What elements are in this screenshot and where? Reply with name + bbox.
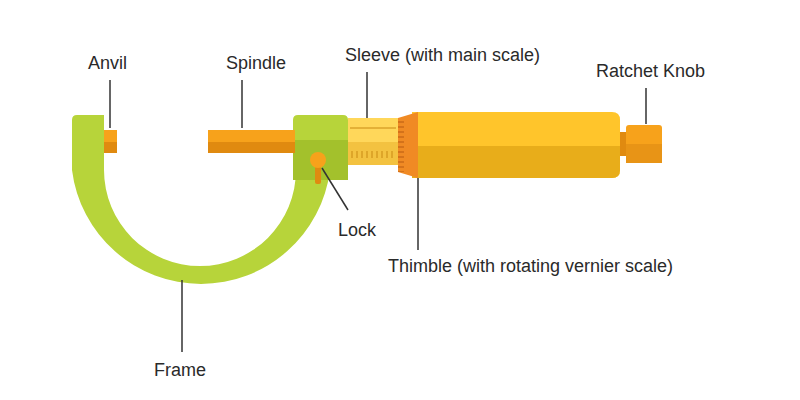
sleeve bbox=[348, 118, 398, 165]
leader-line bbox=[322, 168, 348, 210]
frame bbox=[72, 115, 348, 284]
sleeve-line bbox=[350, 128, 396, 129]
part-label: Lock bbox=[338, 220, 376, 242]
leader-line bbox=[109, 80, 111, 128]
part-label: Thimble (with rotating vernier scale) bbox=[388, 256, 673, 278]
spindle bbox=[208, 130, 295, 153]
leader-line bbox=[181, 280, 183, 352]
part-label: Sleeve (with main scale) bbox=[345, 45, 540, 67]
part-label: Frame bbox=[154, 360, 206, 382]
lock bbox=[310, 152, 326, 168]
ratchet-shade bbox=[626, 144, 662, 163]
thimble-body bbox=[412, 112, 620, 178]
part-label: Anvil bbox=[88, 53, 127, 75]
leader-line bbox=[366, 72, 368, 118]
part-label: Spindle bbox=[226, 53, 286, 75]
leader-lines bbox=[110, 72, 646, 352]
ratchet-knob bbox=[626, 125, 662, 163]
thimble-shade bbox=[412, 146, 620, 178]
leader-line bbox=[645, 88, 647, 124]
thimble-band bbox=[398, 112, 418, 178]
leader-line bbox=[241, 80, 243, 128]
spindle-shade bbox=[208, 142, 295, 153]
part-label: Ratchet Knob bbox=[596, 61, 705, 83]
thimble-scale bbox=[398, 118, 418, 172]
leader-line bbox=[417, 178, 419, 250]
sleeve-scale bbox=[350, 118, 396, 165]
anvil bbox=[104, 130, 117, 153]
anvil-shade bbox=[104, 142, 117, 153]
